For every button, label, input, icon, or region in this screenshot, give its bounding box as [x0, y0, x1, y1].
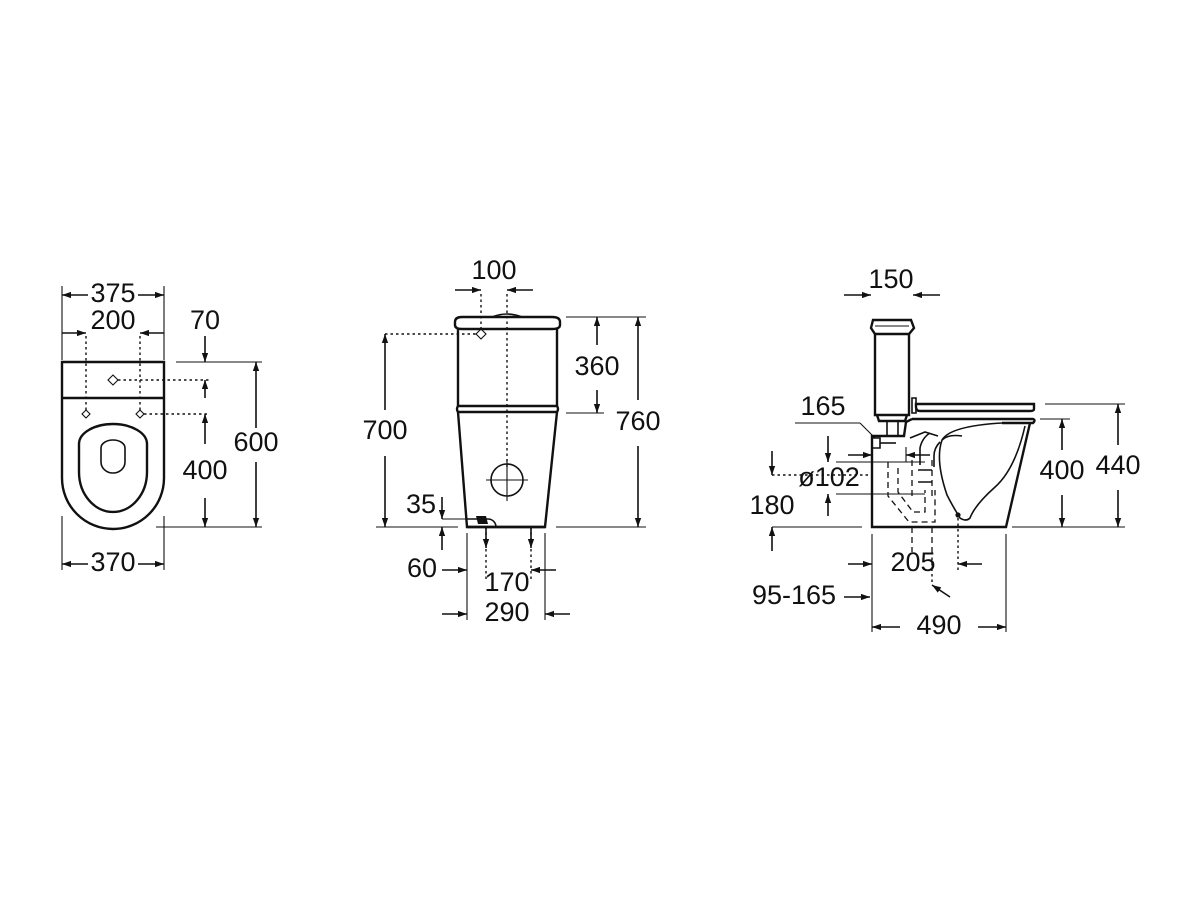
dimension-fixing-spacing: 200	[62, 305, 164, 337]
label-95-165: 95-165	[752, 580, 836, 610]
dimension-cistern-height: 360	[574, 317, 620, 413]
label-375: 375	[90, 278, 135, 308]
label-35: 35	[406, 489, 436, 519]
dimension-overall-depth: 600	[233, 362, 279, 527]
dimension-base-width: 370	[62, 547, 164, 577]
top-view-fixing-holes	[81, 336, 210, 419]
label-400-top: 400	[182, 455, 227, 485]
front-view: 100 700 360 760 35	[362, 255, 660, 627]
label-370: 370	[90, 547, 135, 577]
label-150: 150	[868, 264, 913, 294]
top-view-outline	[60, 360, 166, 531]
label-440: 440	[1095, 450, 1140, 480]
side-view-seat-and-bowl	[870, 397, 1036, 552]
label-70: 70	[190, 305, 220, 335]
dimension-rim-height: 400	[1039, 419, 1085, 527]
dimension-fixing-spacing: 170	[484, 566, 556, 597]
dimension-outlet-offset: 100	[455, 255, 533, 294]
dimension-outlet-height: 180	[749, 451, 795, 551]
dimension-inlet-depth: 165	[800, 391, 930, 462]
label-180: 180	[749, 490, 794, 520]
label-760: 760	[615, 406, 660, 436]
dimension-setout-range: 95-165	[752, 580, 951, 610]
label-60: 60	[407, 553, 437, 583]
side-view-extension-lines	[772, 403, 1125, 632]
label-o102: ø102	[798, 462, 860, 492]
dimension-overall-depth: 490	[872, 610, 1006, 640]
top-view: 375 200 70 400 600 370	[60, 278, 279, 577]
dimension-outlet-setout: 205	[848, 547, 982, 577]
dimension-water-inlet-height: 35	[406, 489, 476, 550]
dimension-overall-width: 375	[62, 278, 164, 308]
label-165: 165	[800, 391, 845, 421]
label-360: 360	[574, 351, 619, 381]
label-600: 600	[233, 427, 278, 457]
dimension-fixing-depth: 400	[182, 414, 228, 527]
label-200: 200	[90, 305, 135, 335]
dimension-rear-offset: 70	[190, 305, 220, 398]
label-490: 490	[916, 610, 961, 640]
dimension-cistern-depth: 150	[844, 264, 940, 299]
dimension-seat-height: 440	[1095, 404, 1141, 527]
side-view: 150 165 ø102 180 400	[749, 264, 1140, 640]
label-700: 700	[362, 415, 407, 445]
label-170: 170	[484, 567, 529, 597]
label-100: 100	[471, 255, 516, 285]
dimension-outlet-diameter: ø102	[798, 436, 925, 516]
front-view-outline	[453, 313, 562, 529]
dimension-inlet-height: 700	[362, 334, 408, 527]
dimension-water-inlet-side: 60	[407, 553, 467, 583]
label-290: 290	[484, 597, 529, 627]
side-view-cistern	[869, 318, 916, 437]
label-400-side: 400	[1039, 455, 1084, 485]
label-205: 205	[890, 547, 935, 577]
dimension-overall-height: 760	[615, 317, 661, 527]
dimension-base-width: 290	[442, 597, 570, 627]
